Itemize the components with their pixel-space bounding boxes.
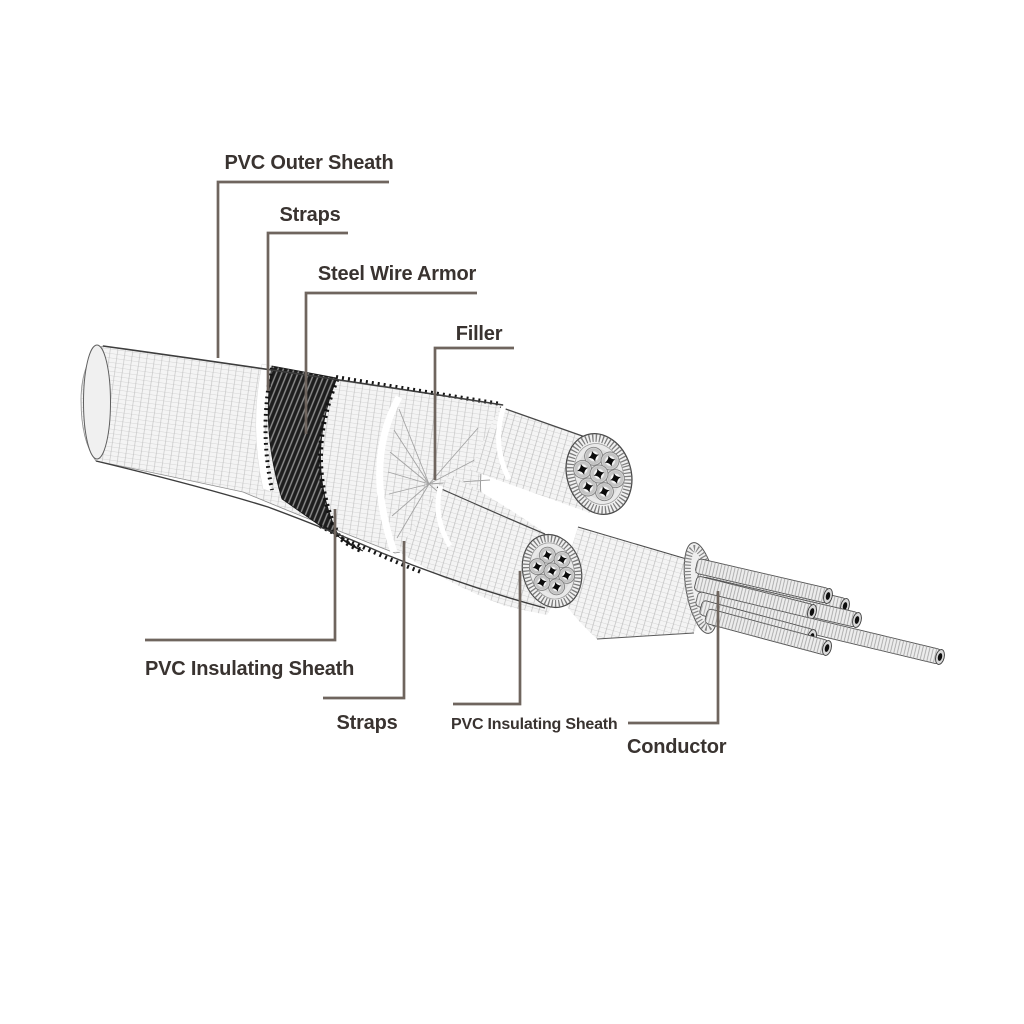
label-steel-wire-armor: Steel Wire Armor (318, 263, 477, 285)
conductor-rod (704, 608, 832, 656)
labels: PVC Outer Sheath Straps Steel Wire Armor… (145, 152, 727, 758)
cable-top-edge (102, 345, 504, 406)
conductor-rod-long (695, 591, 945, 665)
core-upper (470, 405, 633, 515)
label-straps-bottom: Straps (336, 712, 397, 734)
armor-teeth-bottom-edge (319, 524, 422, 574)
label-pvc-insulating-sheath-outer: PVC Insulating Sheath (145, 658, 354, 680)
strap-highlight-upper-core (496, 405, 512, 481)
label-straps-top: Straps (279, 204, 340, 226)
leader-lines (145, 180, 720, 725)
leader-pvc-outer-sheath (216, 180, 389, 358)
strap-band-rear (376, 395, 403, 554)
leader-straps-top (266, 231, 348, 391)
label-filler: Filler (456, 323, 503, 345)
armor-teeth-right (318, 378, 364, 554)
leader-pvc-insulating-sheath-outer (145, 509, 337, 642)
conductor-rod (693, 575, 817, 620)
conductor-rod (694, 558, 833, 604)
label-pvc-insulating-sheath-core: PVC Insulating Sheath (451, 716, 618, 733)
steel-wire-armor-graphic (263, 365, 502, 574)
leader-straps-bottom (323, 541, 406, 700)
cable-far-end-cap (83, 344, 111, 460)
cable-body (80, 344, 945, 665)
cable-bottom-edge (95, 460, 546, 609)
conductors (693, 558, 945, 665)
leader-conductor (628, 591, 720, 725)
armor-teeth-top-edge (335, 375, 502, 406)
core-lower-face (521, 533, 583, 609)
label-conductor: Conductor (627, 736, 727, 758)
leader-pvc-insulating-sheath-core (453, 571, 522, 706)
label-pvc-outer-sheath: PVC Outer Sheath (224, 152, 393, 174)
leader-steel-wire-armor (304, 291, 477, 434)
strap-highlight-lower-core (435, 485, 453, 548)
leader-filler (433, 346, 514, 480)
core-center (558, 526, 719, 640)
core-upper-face (565, 433, 633, 515)
